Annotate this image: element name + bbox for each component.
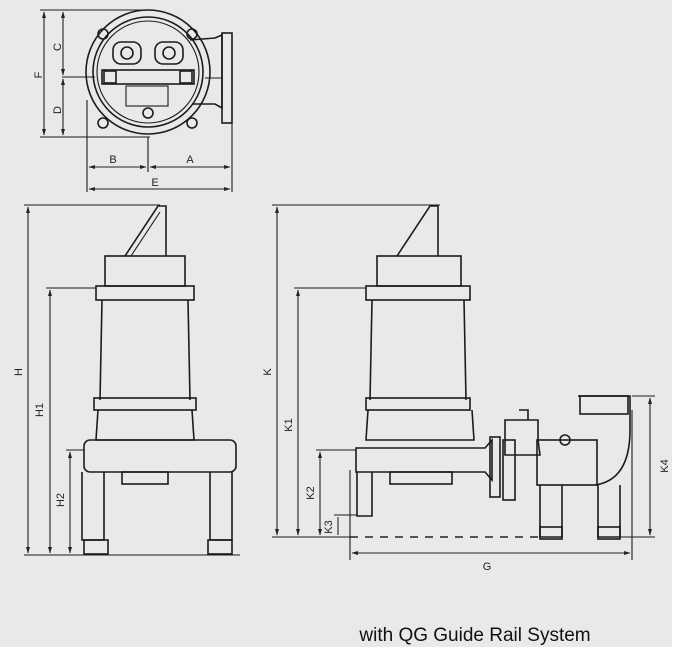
dim-label-e: E	[151, 177, 158, 189]
dim-label-k1: K1	[283, 418, 295, 431]
caption: with QG Guide Rail System	[358, 625, 590, 646]
dim-label-d: D	[52, 106, 64, 114]
dim-label-g: G	[483, 561, 492, 573]
dim-label-k: K	[262, 368, 274, 376]
dim-label-h2: H2	[55, 493, 67, 507]
dim-label-c: C	[52, 43, 64, 51]
dim-label-h: H	[13, 368, 25, 376]
dim-label-k2: K2	[305, 486, 317, 499]
front-view: H H1 H2	[13, 204, 240, 556]
dim-label-b: B	[109, 154, 116, 166]
dim-label-f: F	[33, 71, 45, 78]
dim-label-a: A	[186, 154, 194, 166]
dim-label-h1: H1	[34, 403, 46, 417]
dim-label-k4: K4	[659, 459, 671, 472]
top-view: C F D B A E	[33, 9, 233, 192]
side-view: K K1 K2 K3 K4 G	[262, 204, 671, 573]
dim-label-k3: K3	[323, 520, 335, 533]
